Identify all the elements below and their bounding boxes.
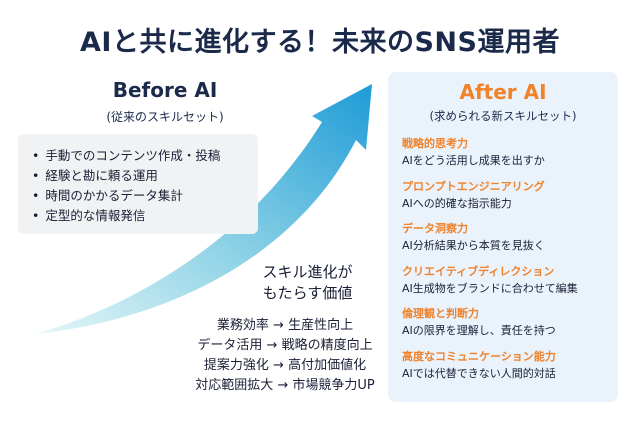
after-subtitle: (求められる新スキルセット): [429, 109, 577, 123]
after-skill-item: データ洞察力 AI分析結果から本質を見抜く: [402, 221, 614, 253]
skill-desc: AI生成物をブランドに合わせて編集: [402, 282, 578, 295]
after-skill-item: プロンプトエンジニアリング AIへの的確な指示能力: [402, 179, 614, 211]
skill-desc: AIをどう活用し成果を出すか: [402, 154, 545, 167]
after-skill-item: クリエイティブディレクション AI生成物をブランドに合わせて編集: [402, 264, 614, 296]
value-heading-line2: もたらす価値: [262, 284, 353, 302]
skill-desc: AI分析結果から本質を見抜く: [402, 239, 545, 252]
before-subtitle: (従来のスキルセット): [106, 110, 224, 124]
skill-desc: AIの限界を理解し、責任を持つ: [402, 324, 556, 337]
after-skill-item: 戦略的思考力 AIをどう活用し成果を出すか: [402, 136, 614, 168]
skill-name: 高度なコミュニケーション能力: [402, 350, 556, 363]
after-skill-item: 高度なコミュニケーション能力 AIでは代替できない人間的対話: [402, 349, 614, 381]
skill-desc: AIでは代替できない人間的対話: [402, 367, 556, 380]
value-item: データ活用 → 戦略の精度向上: [197, 338, 373, 353]
skill-name: 戦略的思考力: [402, 137, 468, 150]
skill-name: データ洞察力: [402, 222, 468, 235]
after-skill-item: 倫理観と判断力 AIの限界を理解し、責任を持つ: [402, 306, 614, 338]
skill-name: クリエイティブディレクション: [402, 265, 555, 278]
value-heading-line1: スキル進化が: [262, 263, 353, 281]
before-title: Before AI: [112, 78, 218, 102]
before-item: 経験と勘に頼る運用: [32, 166, 258, 186]
skill-desc: AIへの的確な指示能力: [402, 197, 512, 210]
value-list: 業務効率 → 生産性向上 データ活用 → 戦略の精度向上 提案力強化 → 高付加…: [180, 316, 390, 396]
value-item: 対応範囲拡大 → 市場競争力UP: [195, 378, 375, 393]
before-item: 手動でのコンテンツ作成・投稿: [32, 146, 258, 166]
after-title: After AI: [459, 80, 547, 104]
skill-name: 倫理観と判断力: [402, 307, 479, 320]
before-skill-panel: 手動でのコンテンツ作成・投稿 経験と勘に頼る運用 時間のかかるデータ集計 定型的…: [18, 134, 258, 234]
value-item: 業務効率 → 生産性向上: [216, 318, 354, 333]
value-heading: スキル進化が もたらす価値: [250, 262, 365, 304]
skill-name: プロンプトエンジニアリング: [402, 180, 545, 193]
before-item: 定型的な情報発信: [32, 206, 258, 226]
value-item: 提案力強化 → 高付加価値化: [203, 358, 367, 373]
before-item: 時間のかかるデータ集計: [32, 186, 258, 206]
after-skill-panel: [388, 72, 618, 402]
page-title: AIと共に進化する！未来のSNS運用者: [80, 27, 560, 58]
